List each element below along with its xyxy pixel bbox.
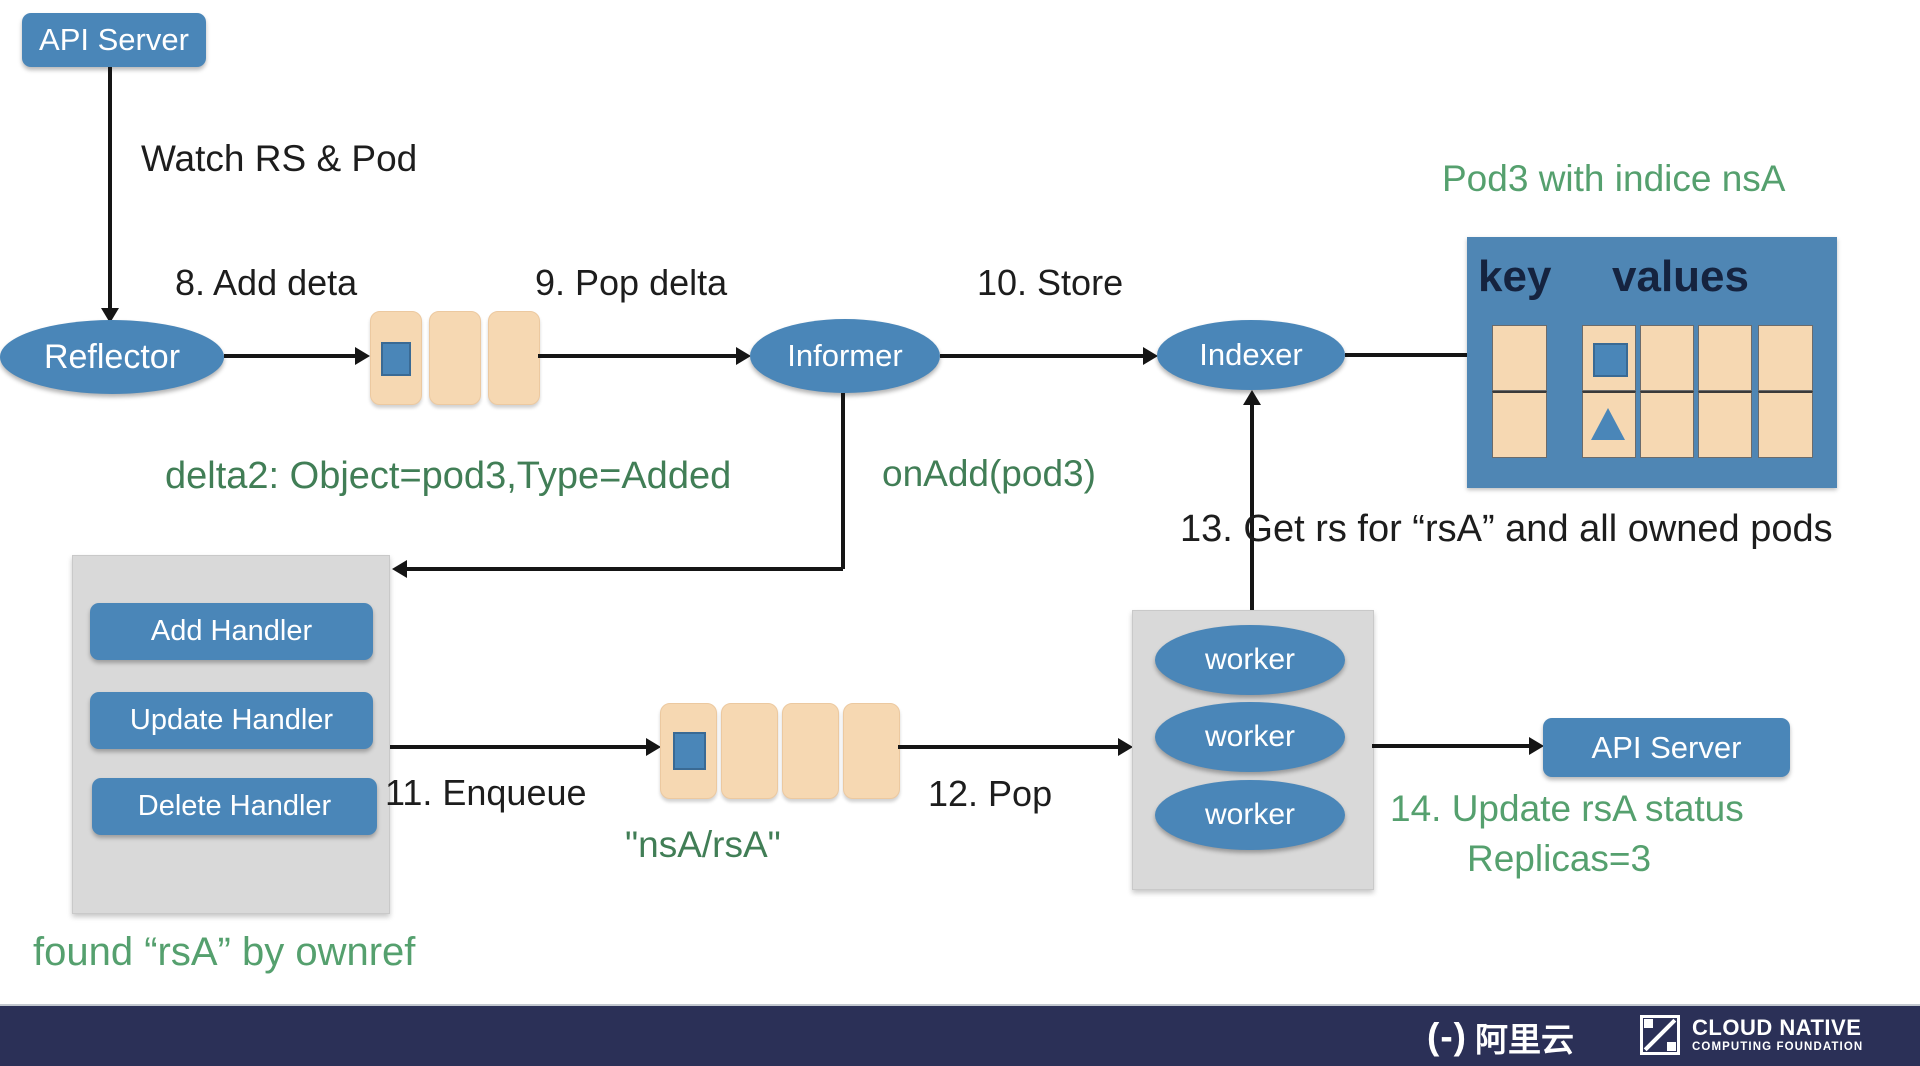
delete-handler-label: Delete Handler — [137, 790, 332, 822]
table-key-header: key — [1478, 252, 1552, 301]
reflector-label: Reflector — [43, 337, 181, 376]
arrow-informer-to-indexer — [940, 354, 1143, 358]
work-queue-slot-2 — [721, 703, 778, 799]
key-cell-row2 — [1492, 391, 1547, 458]
table-value-column-3 — [1698, 325, 1752, 458]
value-cell — [1698, 325, 1752, 391]
arrow-informer-to-handlers-vertical — [841, 393, 845, 569]
worker-label-1: worker — [1204, 643, 1295, 676]
update-handler-label: Update Handler — [129, 704, 334, 736]
add-handler-label: Add Handler — [150, 615, 313, 647]
work-queue-slot-3 — [782, 703, 839, 799]
cncf-line2: COMPUTING FOUNDATION — [1692, 1040, 1864, 1053]
table-key-cell-column — [1492, 325, 1547, 458]
footer-bar — [0, 1004, 1920, 1066]
table-value-column-2 — [1640, 325, 1694, 458]
arrow-informer-to-handlers-horizontal — [406, 567, 843, 571]
step8-label: 8. Add deta — [175, 262, 358, 303]
api-server-top-node: API Server — [22, 13, 206, 67]
arrow-workqueue-to-workers — [898, 745, 1118, 749]
step10-label: 10. Store — [977, 262, 1124, 303]
arrowhead-left-icon — [392, 560, 407, 578]
step13-label: 13. Get rs for “rsA” and all owned pods — [1180, 508, 1833, 550]
indexer-node: Indexer — [1157, 320, 1345, 390]
step14-line1-label: 14. Update rsA status — [1390, 788, 1744, 829]
table-values-header: values — [1612, 252, 1749, 301]
worker-node-1: worker — [1155, 625, 1345, 695]
value-cell — [1758, 325, 1813, 391]
arrowhead-right-icon — [736, 347, 751, 365]
worker-node-3: worker — [1155, 780, 1345, 850]
key-cell-row1 — [1492, 325, 1547, 391]
cncf-logo: CLOUD NATIVE COMPUTING FOUNDATION — [1640, 1015, 1863, 1055]
arrow-reflector-to-deltaqueue — [224, 354, 355, 358]
pod-square-icon — [381, 342, 411, 376]
cncf-line1: CLOUD NATIVE — [1692, 1014, 1862, 1040]
pod-triangle-icon — [1591, 408, 1625, 440]
arrowhead-right-icon — [355, 347, 370, 365]
reflector-node: Reflector — [0, 320, 224, 394]
arrow-deltaqueue-to-informer — [538, 354, 736, 358]
watch-label: Watch RS & Pod — [141, 138, 418, 179]
table-value-column-4 — [1758, 325, 1813, 458]
arrowhead-down-icon — [101, 308, 119, 323]
arrow-handlers-to-workqueue — [390, 745, 646, 749]
found-annotation: found “rsA” by ownref — [33, 930, 416, 974]
step9-label: 9. Pop delta — [535, 262, 728, 303]
api-server-top-label: API Server — [39, 22, 189, 57]
arrowhead-right-icon — [1118, 738, 1133, 756]
table-title: Pod3 with indice nsA — [1442, 158, 1786, 199]
delta2-annotation: delta2: Object=pod3,Type=Added — [165, 455, 732, 497]
arrowhead-up-icon — [1243, 390, 1261, 405]
work-queue-slot-4 — [843, 703, 900, 799]
value-cell — [1640, 391, 1694, 458]
pod-square-icon — [1593, 343, 1628, 377]
alibaba-cloud-name: 阿里云 — [1474, 1021, 1574, 1058]
arrowhead-right-icon — [1143, 347, 1158, 365]
value-cell — [1758, 391, 1813, 458]
alibaba-bracket-icon: (-) — [1427, 1016, 1467, 1057]
arrowhead-right-icon — [646, 738, 661, 756]
step12-label: 12. Pop — [928, 773, 1053, 814]
delete-handler-node: Delete Handler — [92, 778, 377, 835]
onadd-annotation: onAdd(pod3) — [882, 453, 1096, 494]
worker-node-2: worker — [1155, 702, 1345, 772]
arrow-workers-to-apiserver — [1372, 744, 1529, 748]
cncf-mark-icon — [1640, 1015, 1680, 1055]
api-server-right-label: API Server — [1591, 729, 1742, 765]
arrowhead-right-icon — [1529, 737, 1544, 755]
workqueue-key-annotation: "nsA/rsA" — [625, 824, 781, 865]
value-cell — [1640, 325, 1694, 391]
arrow-indexer-to-table — [1345, 353, 1478, 357]
informer-node: Informer — [750, 319, 940, 393]
update-handler-node: Update Handler — [90, 692, 373, 749]
workitem-square-icon — [673, 732, 706, 770]
worker-label-2: worker — [1204, 720, 1295, 753]
informer-label: Informer — [787, 338, 903, 373]
add-handler-node: Add Handler — [90, 603, 373, 660]
indexer-label: Indexer — [1199, 337, 1303, 372]
arrow-apiserver-to-reflector — [108, 67, 112, 310]
alibaba-cloud-logo: (-) 阿里云 — [1427, 1013, 1574, 1061]
delta-queue-slot-3 — [488, 311, 540, 405]
value-cell — [1698, 391, 1752, 458]
arrow-workers-to-indexer — [1250, 404, 1254, 610]
step11-label: 11. Enqueue — [385, 772, 587, 813]
delta-queue-slot-2 — [429, 311, 481, 405]
worker-label-3: worker — [1204, 798, 1295, 831]
step14-line2-label: Replicas=3 — [1467, 838, 1652, 879]
api-server-right-node: API Server — [1543, 718, 1790, 777]
cncf-wordmark: CLOUD NATIVE COMPUTING FOUNDATION — [1692, 1014, 1864, 1054]
